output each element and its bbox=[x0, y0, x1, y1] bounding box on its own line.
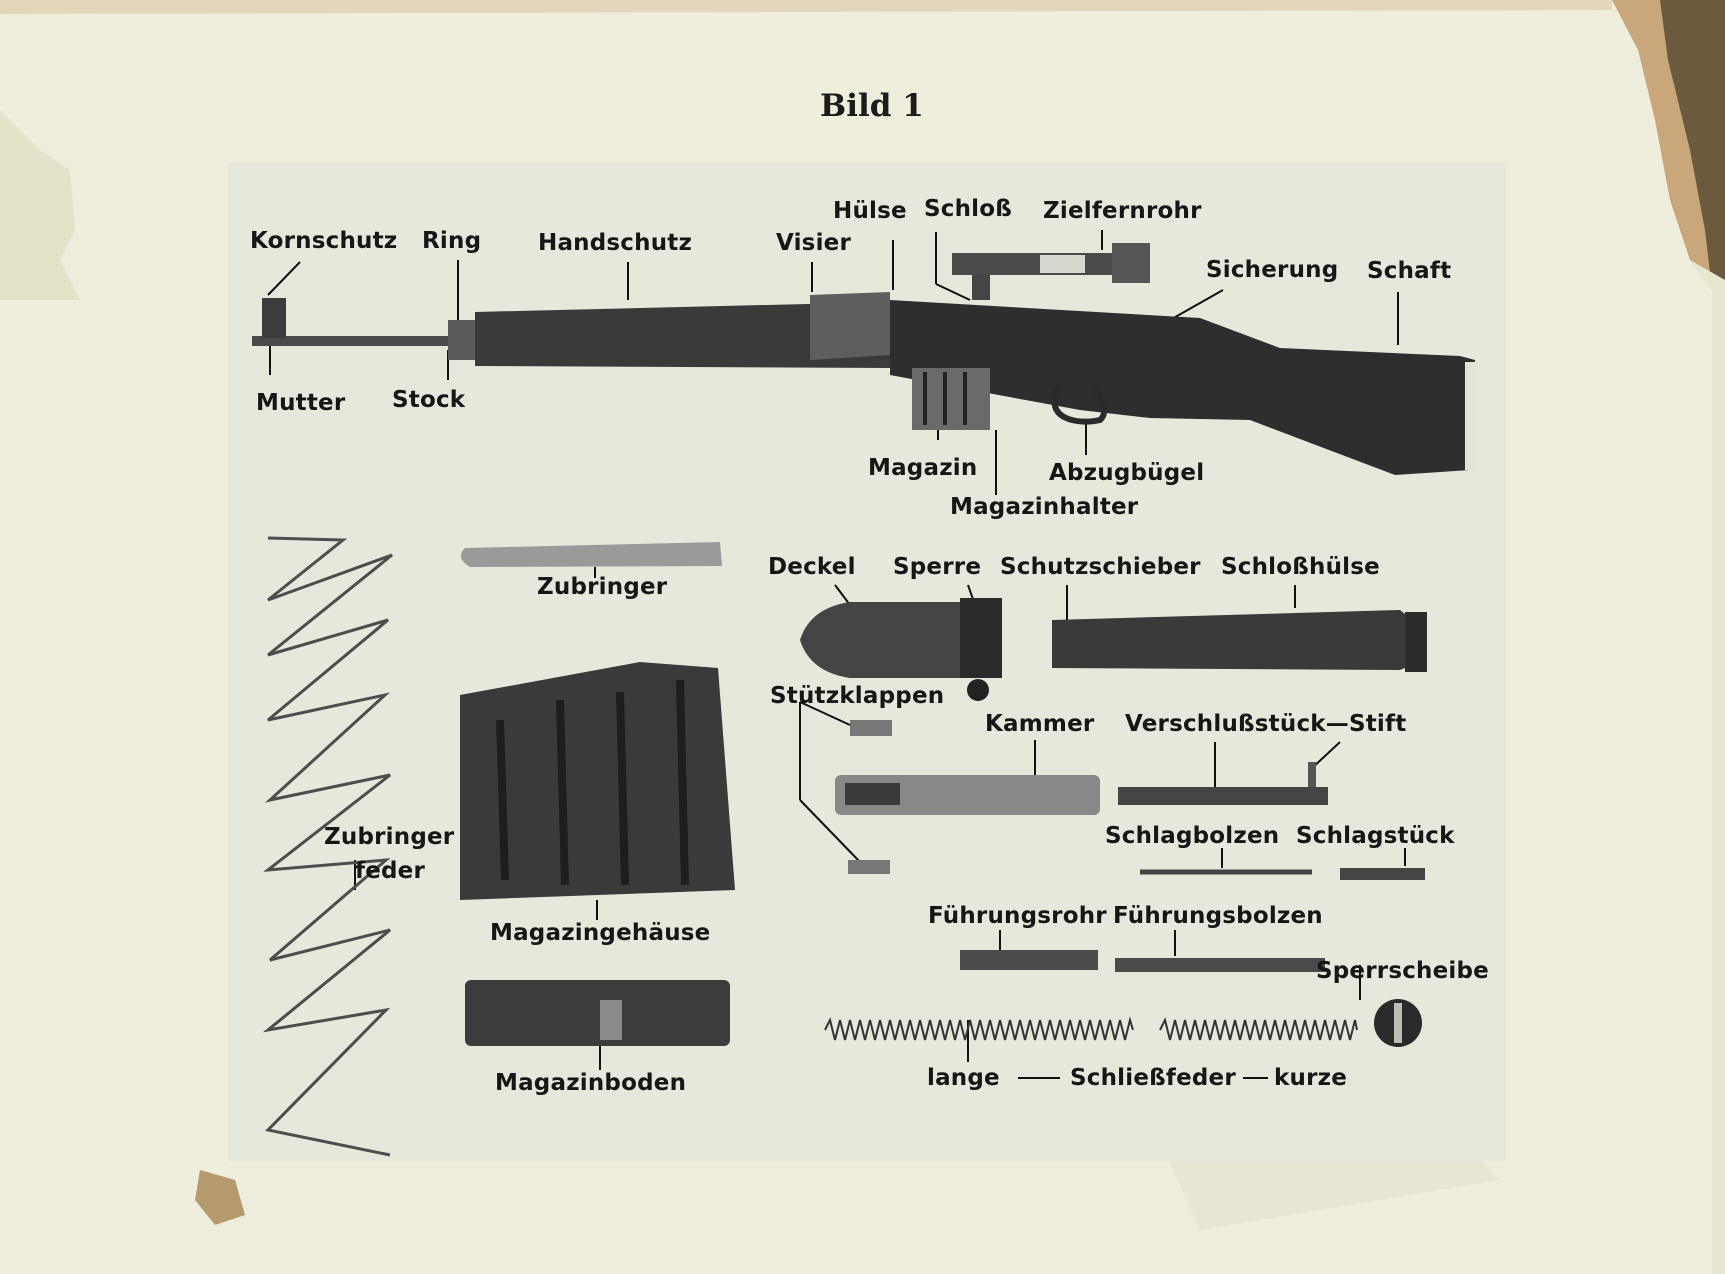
schlosshuelse-part bbox=[1052, 610, 1427, 672]
label-verschlussstueck-stift: Verschlußstück—Stift bbox=[1125, 711, 1407, 737]
label-ring: Ring bbox=[422, 228, 482, 254]
label-schlagbolzen: Schlagbolzen bbox=[1105, 823, 1280, 849]
zubringer-part bbox=[461, 542, 722, 567]
schlagstueck-part bbox=[1340, 868, 1425, 880]
label-zubringerfeder-line1: Zubringer bbox=[324, 824, 455, 850]
label-fuehrungsbolzen: Führungsbolzen bbox=[1113, 903, 1323, 929]
magazingehaeuse-part bbox=[460, 662, 735, 900]
label-sicherung: Sicherung bbox=[1206, 257, 1339, 283]
stuetzklappe-upper bbox=[850, 720, 892, 736]
label-schlosshuelse: Schloßhülse bbox=[1221, 554, 1380, 580]
fuehrungsrohr-part bbox=[960, 950, 1098, 970]
label-kammer: Kammer bbox=[985, 711, 1095, 737]
zubringerfeder-spring bbox=[262, 536, 393, 1157]
label-zubringerfeder-line2: feder bbox=[355, 858, 426, 884]
label-deckel: Deckel bbox=[768, 554, 856, 580]
fuehrungsbolzen-part bbox=[1115, 958, 1325, 972]
label-schlagstueck: Schlagstück bbox=[1296, 823, 1455, 849]
label-lange: lange bbox=[927, 1065, 1000, 1091]
label-handschutz: Handschutz bbox=[538, 230, 693, 256]
figure-title: Bild 1 bbox=[820, 88, 924, 124]
label-schutzschieber: Schutzschieber bbox=[1000, 554, 1201, 580]
rifle-drawing bbox=[252, 243, 1477, 475]
label-schaft: Schaft bbox=[1367, 258, 1452, 284]
label-kurze: kurze bbox=[1274, 1065, 1347, 1091]
verschlussstueck-part bbox=[1118, 787, 1328, 805]
schliessfeder-kurz bbox=[1159, 1017, 1358, 1041]
label-magazinhalter: Magazinhalter bbox=[950, 494, 1139, 520]
label-zubringer: Zubringer bbox=[537, 574, 668, 600]
label-stock: Stock bbox=[392, 387, 466, 413]
deckel-part bbox=[800, 598, 1002, 701]
label-abzugbuegel: Abzugbügel bbox=[1049, 460, 1205, 486]
label-fuehrungsrohr: Führungsrohr bbox=[928, 903, 1107, 929]
stuetzklappe-lower bbox=[848, 860, 890, 874]
magazinboden-part bbox=[465, 980, 730, 1046]
label-visier: Visier bbox=[776, 230, 851, 256]
schliessfeder-lang bbox=[824, 1016, 1134, 1041]
label-magazinboden: Magazinboden bbox=[495, 1070, 687, 1096]
label-sperrscheibe: Sperrscheibe bbox=[1316, 958, 1489, 984]
label-sperre: Sperre bbox=[893, 554, 982, 580]
label-magazin: Magazin bbox=[868, 455, 978, 481]
label-schliessfeder: Schließfeder bbox=[1070, 1065, 1236, 1091]
label-mutter: Mutter bbox=[256, 390, 346, 416]
kammer-part bbox=[835, 775, 1100, 815]
label-stuetzklappen: Stützklappen bbox=[770, 683, 945, 709]
label-schloss: Schloß bbox=[924, 196, 1013, 222]
sperrscheibe-part bbox=[1374, 999, 1422, 1047]
label-huelse: Hülse bbox=[833, 198, 907, 224]
label-zielfernrohr: Zielfernrohr bbox=[1043, 198, 1202, 224]
label-kornschutz: Kornschutz bbox=[250, 228, 398, 254]
stift-part bbox=[1308, 762, 1316, 787]
label-magazingehaeuse: Magazingehäuse bbox=[490, 920, 711, 946]
